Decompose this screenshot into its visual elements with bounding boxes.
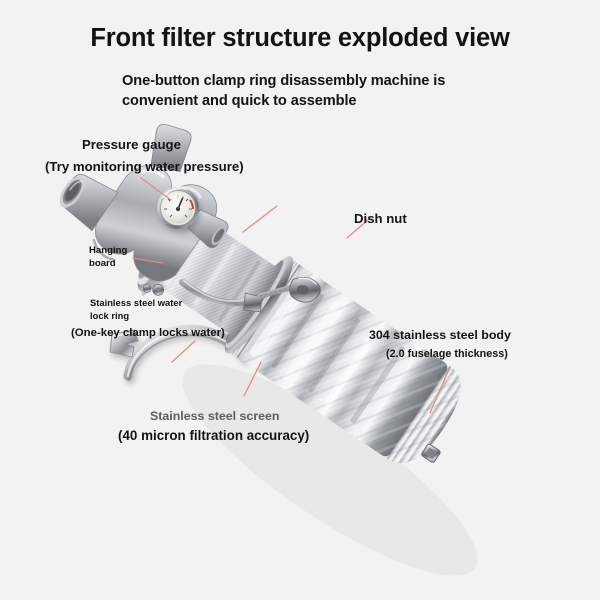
leader-hanging-board-top (242, 205, 278, 233)
leader-steel-screen (243, 361, 262, 397)
leader-lines (132, 177, 451, 414)
callout-steel-screen-sublabel: (40 micron filtration accuracy) (118, 428, 310, 443)
outlet-port (187, 209, 229, 249)
callout-water-lock-ring-sublabel: (One-key clamp locks water) (71, 327, 225, 339)
leader-pressure-gauge (140, 177, 172, 201)
leader-steel-body (429, 366, 451, 414)
gauge-mount-neck (148, 124, 192, 173)
callout-hanging-board-label: Hanging board (89, 245, 128, 269)
callout-steel-body-label: 304 stainless steel body (369, 328, 511, 342)
dish-nut (289, 276, 321, 303)
leader-lock-ring (171, 340, 196, 363)
callout-pressure-gauge-label: Pressure gauge (82, 137, 181, 152)
pressure-gauge (157, 187, 199, 229)
callout-pressure-gauge-sublabel: (Try monitoring water pressure) (45, 159, 244, 174)
callout-steel-screen-label: Stainless steel screen (150, 409, 280, 423)
callout-dish-nut-label: Dish nut (354, 211, 407, 226)
callout-steel-body-sublabel: (2.0 fuselage thickness) (386, 348, 508, 360)
lock-ring-knob (142, 283, 165, 296)
page-subtitle: One-button clamp ring disassembly machin… (122, 73, 446, 109)
hanging-board-port (59, 174, 119, 232)
leader-dish-nut (346, 218, 370, 239)
leader-hanging-board (132, 257, 164, 264)
callout-water-lock-ring-label: Stainless steel water lock ring (90, 297, 183, 321)
drain-plug (421, 443, 441, 463)
clamp-ring-arm (179, 276, 321, 313)
page-title: Front filter structure exploded view (90, 24, 510, 52)
